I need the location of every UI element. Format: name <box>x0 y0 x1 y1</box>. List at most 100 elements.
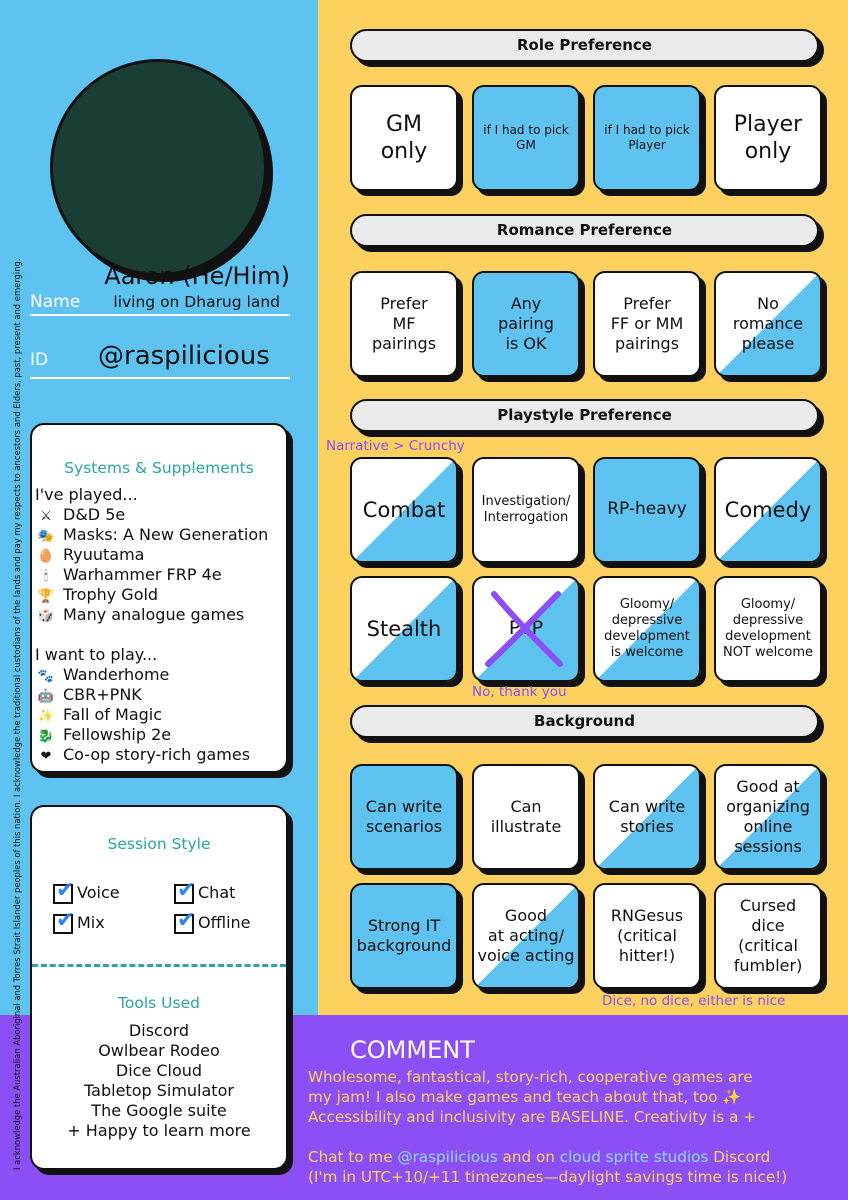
comment-line-4: Chat to me @raspilicious and on cloud sp… <box>308 1148 771 1166</box>
tile-playstyle-row2-1: Stealth <box>350 576 458 682</box>
comment-line-5: (I'm in UTC+10/+11 timezones—daylight sa… <box>308 1168 788 1186</box>
game-item: ✨ Fall of Magic <box>35 705 162 724</box>
game-label: Masks: A New Generation <box>63 525 269 544</box>
session-option-chat: Chat <box>174 878 235 904</box>
narrative-note: Narrative > Crunchy <box>326 438 465 454</box>
tile-playstyle-row1-3: RP-heavy <box>593 457 701 563</box>
discord-handle[interactable]: @raspilicious <box>397 1148 498 1166</box>
game-label: Fellowship 2e <box>63 725 172 744</box>
tile-label: Good at organizing online sessions <box>726 777 810 856</box>
tool-item: Owlbear Rodeo <box>98 1041 220 1060</box>
pvp-cross-icon <box>485 591 563 667</box>
tile-playstyle-row2-4: Gloomy/ depressive development NOT welco… <box>714 576 822 682</box>
tools-title: Tools Used <box>118 994 200 1012</box>
tile-playstyle-row1-2: Investigation/ Interrogation <box>472 457 580 563</box>
tile-label: Investigation/ Interrogation <box>481 493 571 525</box>
tile-role-2: if I had to pick GM <box>472 85 580 191</box>
crossed-axes-icon: ⚔ <box>40 509 52 524</box>
dragon-icon: 🐉 <box>37 729 55 744</box>
heart-icon: ❤ <box>40 749 52 764</box>
tile-background-row2-1: Strong IT background <box>350 883 458 989</box>
checkbox-icon <box>174 878 195 904</box>
tile-label: Prefer MF pairings <box>371 294 437 353</box>
tile-role-1: GM only <box>350 85 458 191</box>
game-item: 🎭 Masks: A New Generation <box>35 525 268 544</box>
game-item: 🎲 Many analogue games <box>35 605 244 624</box>
name-label: Name <box>30 292 81 312</box>
tool-item: The Google suite <box>91 1101 227 1120</box>
tile-background-row1-3: Can write stories <box>593 764 701 870</box>
tile-romance-2: Any pairing is OK <box>472 271 580 377</box>
game-label: Trophy Gold <box>63 585 159 604</box>
tile-role-4: Player only <box>714 85 822 191</box>
game-label: D&D 5e <box>63 505 126 524</box>
session-card: Session Style Voice Chat Mix Offline Too… <box>30 805 288 1170</box>
land-acknowledgement: I acknowledge the Australian Aboriginal … <box>12 258 22 1170</box>
session-option-voice: Voice <box>53 878 120 904</box>
tile-background-row1-4: Good at organizing online sessions <box>714 764 822 870</box>
game-label: Co-op story-rich games <box>63 745 251 764</box>
tool-item: Discord <box>128 1021 190 1040</box>
tile-label: Prefer FF or MM pairings <box>610 294 684 353</box>
dice-icon: 🎲 <box>37 609 55 624</box>
playstyle-header: Playstyle Preference <box>350 399 819 432</box>
tile-label: Comedy <box>724 497 812 522</box>
session-option-mix: Mix <box>53 908 105 934</box>
game-item: 🤖CBR+PNK <box>35 685 142 704</box>
tile-romance-4: No romance please <box>714 271 822 377</box>
tile-label: Can illustrate <box>490 797 562 836</box>
egg-icon: 🥚 <box>37 549 55 564</box>
profile-location: living on Dharug land <box>113 293 280 311</box>
robot-icon: 🤖 <box>37 689 55 704</box>
game-label: Warhammer FRP 4e <box>63 565 222 584</box>
tile-label: Player only <box>733 111 803 165</box>
tile-label: Good at acting/ voice acting <box>477 906 575 965</box>
sparkle-icon: ✨ <box>37 709 55 724</box>
tile-label: GM only <box>380 111 428 165</box>
played-heading: I've played... <box>35 485 138 504</box>
tile-background-row2-4: Cursed dice (critical fumbler) <box>714 883 822 989</box>
tile-label: Gloomy/ depressive development NOT welco… <box>722 596 814 661</box>
studio-link[interactable]: cloud sprite studios <box>559 1148 709 1166</box>
tile-playstyle-row1-4: Comedy <box>714 457 822 563</box>
want-heading: I want to play... <box>35 645 158 664</box>
tool-item: Dice Cloud <box>115 1061 203 1080</box>
game-label: Ryuutama <box>63 545 145 564</box>
tile-background-row2-3: RNGesus (critical hitter!) <box>593 883 701 989</box>
pvp-note: No, thank you <box>472 684 567 700</box>
session-option-offline: Offline <box>174 908 251 934</box>
candle-icon: 🕯 <box>44 569 48 584</box>
avatar <box>50 59 267 276</box>
game-item: 🏆 Trophy Gold <box>35 585 158 604</box>
profile-id: @raspilicious <box>98 341 270 371</box>
dice-note: Dice, no dice, either is nice <box>602 993 786 1009</box>
tile-background-row1-2: Can illustrate <box>472 764 580 870</box>
tile-role-3: if I had to pick Player <box>593 85 701 191</box>
romance-header: Romance Preference <box>350 214 819 247</box>
trophy-icon: 🏆 <box>37 589 55 604</box>
game-item: 🕯 Warhammer FRP 4e <box>35 565 222 584</box>
checkbox-icon <box>174 908 195 934</box>
systems-title: Systems & Supplements <box>64 459 254 477</box>
sparkle-icon: ✨ <box>722 1088 742 1106</box>
checkbox-icon <box>53 908 74 934</box>
role-header: Role Preference <box>350 29 819 62</box>
game-label: Fall of Magic <box>63 705 163 724</box>
game-item: 🐉 Fellowship 2e <box>35 725 171 744</box>
tile-label: Can write stories <box>608 797 686 836</box>
background-header: Background <box>350 705 819 738</box>
game-item: 🐾Wanderhome <box>35 665 170 684</box>
id-underline <box>30 377 290 379</box>
tile-label: Any pairing is OK <box>498 294 554 353</box>
tile-label: Can write scenarios <box>365 797 443 836</box>
tile-romance-3: Prefer FF or MM pairings <box>593 271 701 377</box>
tile-label: Cursed dice (critical fumbler) <box>733 896 803 975</box>
name-underline <box>30 314 290 316</box>
tool-item: Tabletop Simulator <box>84 1081 234 1100</box>
tile-label: Strong IT background <box>356 916 452 955</box>
game-label: Many analogue games <box>63 605 245 624</box>
checkbox-icon <box>53 878 74 904</box>
tile-playstyle-row1-1: Combat <box>350 457 458 563</box>
game-item: 🥚 Ryuutama <box>35 545 145 564</box>
mask-icon: 🎭 <box>37 529 55 544</box>
